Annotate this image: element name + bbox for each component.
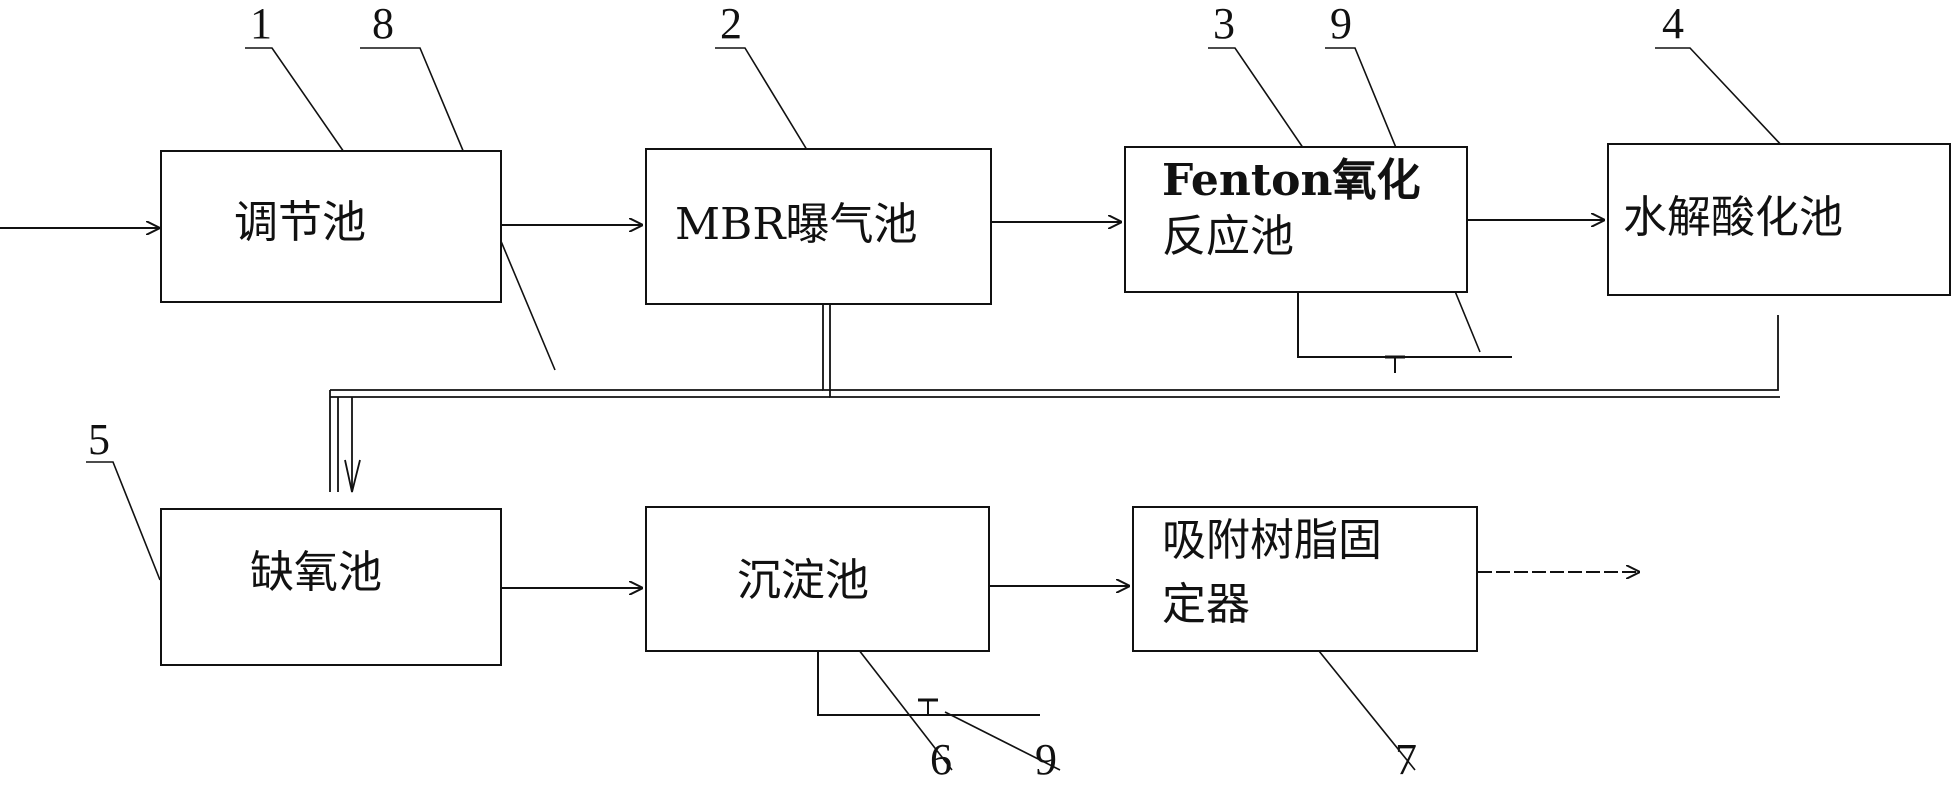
ref-number-9-bottom: 9 <box>1035 735 1057 784</box>
ref-number-8: 8 <box>372 0 394 48</box>
sedimentation-tank-label: 沉淀池 <box>737 555 869 606</box>
box-fenton-reactor: Fenton氧化 反应池 <box>1124 146 1468 293</box>
box-hydrolysis-acidification-tank: 水解酸化池 <box>1607 143 1951 296</box>
fenton-reactor-label-line1: Fenton氧化 <box>1162 155 1421 206</box>
box-adsorption-resin-fixer: 吸附树脂固 定器 <box>1132 506 1478 652</box>
mbr-aeration-tank-label: MBR曝气池 <box>675 199 918 250</box>
adsorption-resin-fixer-label-line2: 定器 <box>1162 579 1250 630</box>
anoxic-tank-label: 缺氧池 <box>250 547 382 598</box>
ref-number-6: 6 <box>930 735 952 784</box>
ref-number-9-top: 9 <box>1330 0 1352 48</box>
ref-number-4: 4 <box>1662 0 1684 48</box>
box-sedimentation-tank: 沉淀池 <box>645 506 990 652</box>
box-regulating-tank: 调节池 <box>160 150 502 303</box>
regulating-tank-label: 调节池 <box>234 197 366 248</box>
ref-number-1: 1 <box>250 0 272 48</box>
sludge-drain-3 <box>1297 293 1512 373</box>
hydrolysis-acidification-tank-label: 水解酸化池 <box>1623 192 1843 243</box>
ref-number-2: 2 <box>720 0 742 48</box>
adsorption-resin-fixer-label-line1: 吸附树脂固 <box>1162 515 1382 566</box>
ref-number-7: 7 <box>1395 735 1417 784</box>
box-mbr-aeration-tank: MBR曝气池 <box>645 148 992 305</box>
ref-number-5: 5 <box>88 415 110 464</box>
box-anoxic-tank: 缺氧池 <box>160 508 502 666</box>
ref-number-3: 3 <box>1213 0 1235 48</box>
fenton-reactor-label-line2: 反应池 <box>1162 211 1294 262</box>
sludge-drain-6 <box>817 652 1040 716</box>
return-pipe <box>329 305 1780 493</box>
